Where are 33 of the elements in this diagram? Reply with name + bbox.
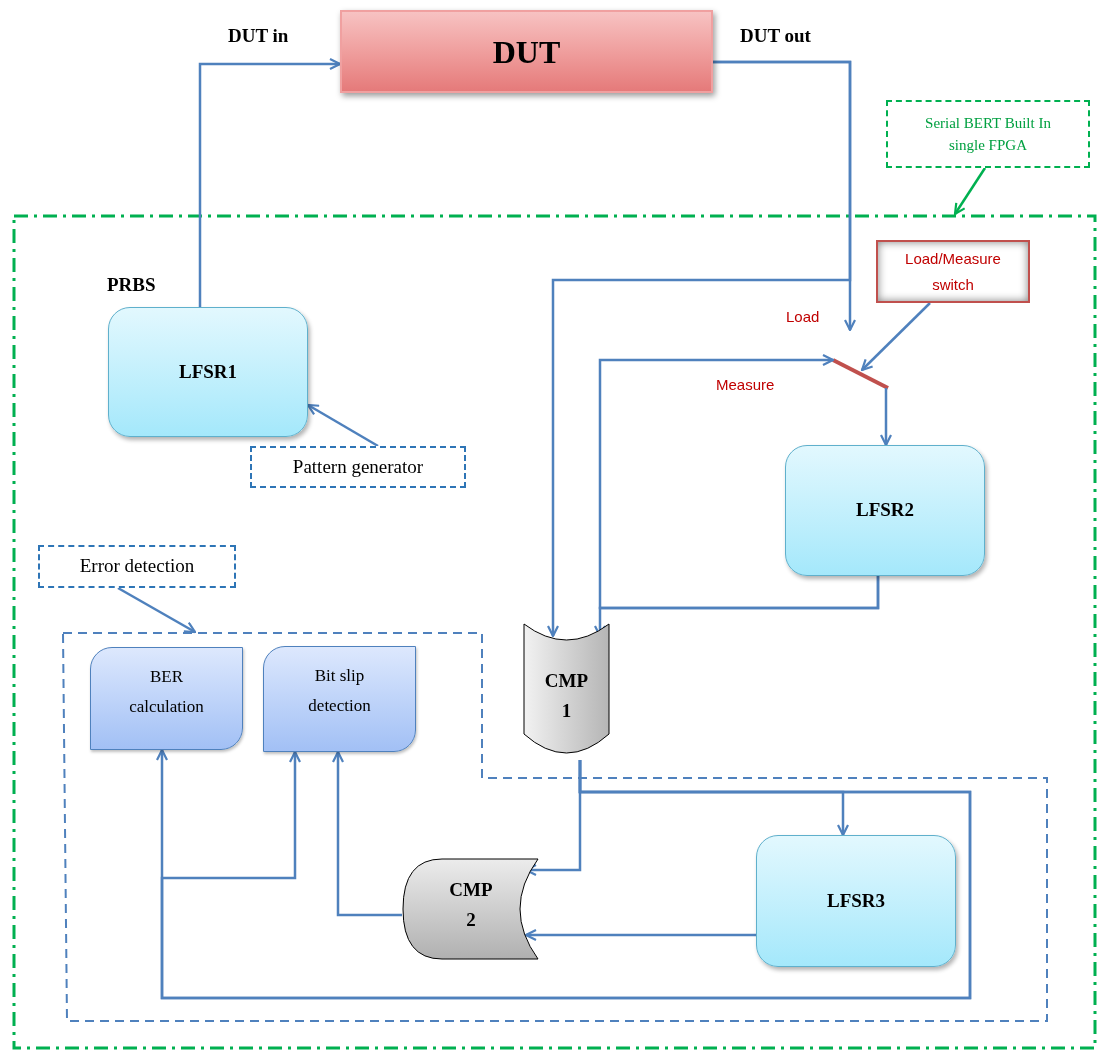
note-text: Error detection (79, 554, 195, 579)
arrow (331, 750, 402, 917)
block-caption: PRBS (107, 273, 156, 297)
process-box (785, 445, 985, 576)
box-label: CMP 2 (448, 877, 494, 932)
box-label: LFSR1 (178, 359, 238, 384)
arrow (879, 388, 893, 447)
process-box (756, 835, 956, 967)
process-box (263, 646, 416, 752)
callout-text: Serial BERT Built In single FPGA (924, 113, 1052, 155)
switch-label: Load/Measure switch (904, 249, 1002, 295)
box-label: Bit slip detection (307, 665, 372, 717)
box-label: CMP 1 (543, 668, 590, 723)
process-box (90, 647, 243, 750)
arrow (524, 928, 756, 942)
process-box (340, 10, 713, 93)
box-label: LFSR2 (855, 498, 915, 523)
box-label: BER calculation (128, 666, 205, 718)
port-label: DUT out (740, 24, 811, 48)
box-title: DUT (492, 32, 561, 72)
box-label: LFSR3 (826, 888, 886, 913)
note-box (38, 545, 236, 588)
arrow (546, 60, 852, 638)
arrow (198, 57, 342, 307)
callout-box (886, 100, 1090, 168)
switch-label-box (876, 240, 1030, 303)
note-box (250, 446, 466, 488)
port-label: DUT in (228, 24, 289, 48)
arrow (953, 167, 987, 216)
arrow (306, 403, 379, 448)
note-text: Pattern generator (292, 454, 424, 479)
arrow (117, 586, 197, 634)
arrow (860, 302, 931, 372)
